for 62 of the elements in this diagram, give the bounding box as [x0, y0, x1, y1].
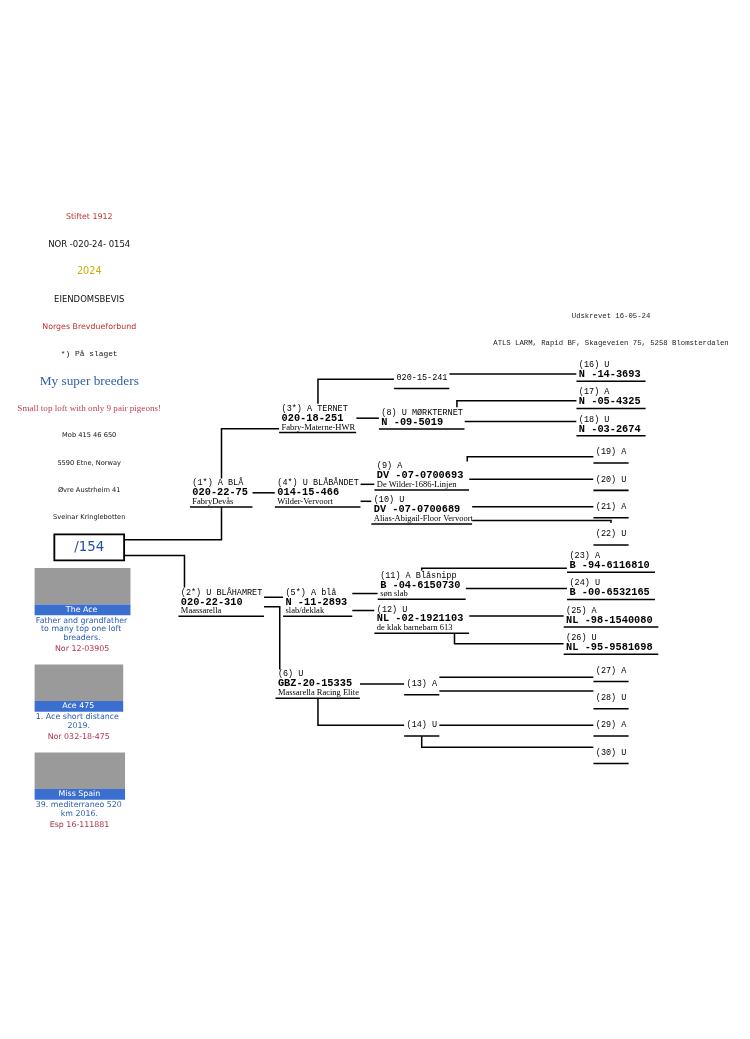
connector [465, 587, 568, 590]
node-box: /154 [53, 533, 126, 562]
connector [263, 596, 284, 598]
node-text: (30) U [595, 747, 627, 758]
label: NOR -020-24- 0154 [48, 238, 131, 249]
connector [359, 683, 405, 685]
node-text: (16) U N -14-3693 [578, 360, 641, 380]
node-text: (25) A NL -98-1540080 [566, 605, 653, 626]
label: EIENDOMSBEVIS [54, 293, 125, 304]
connector [123, 554, 186, 589]
connector [468, 478, 594, 481]
node-text: (5*) A blå N -11-2893 slab/deklak [285, 587, 348, 616]
node-text: (24) U B -00-6532165 [569, 578, 650, 599]
connector [468, 615, 565, 617]
node-text: (1*) A BLÅ 020-22-75 FabryDevås [192, 478, 248, 507]
label: Small top loft with only 9 pair pigeons! [17, 402, 162, 413]
node-text: (21) A [595, 502, 627, 512]
connector [420, 735, 595, 749]
connector [251, 492, 276, 494]
connector [317, 697, 405, 726]
node-text: (17) A N -05-4325 [578, 387, 641, 408]
connector [263, 606, 281, 671]
node-text: (18) U N -03-2674 [578, 414, 641, 435]
connector [456, 399, 578, 408]
connector [471, 506, 595, 508]
label: 2024 [76, 265, 102, 277]
node-text: (28) U [595, 693, 627, 704]
node-text: (20) U [595, 474, 627, 485]
connector [471, 519, 612, 524]
node-text: (14) U [406, 720, 438, 731]
connector [420, 567, 568, 572]
connector [463, 420, 578, 423]
connector [220, 427, 280, 480]
node-text: (3*) A TERNET 020-18-251 Fabry-Materne-HWR [281, 403, 356, 432]
node-text: (26) U NL -95-9581698 [566, 633, 653, 654]
node-text: (10) U DV -07-0700689 Alias-Abigail-Floor Vervoort [373, 495, 473, 524]
node-text: (19) A [595, 447, 627, 458]
connector [438, 724, 595, 726]
connector [448, 373, 578, 375]
node-text: (23) A B -94-6116810 [569, 551, 650, 572]
connector [466, 456, 595, 463]
node-text: (29) A [595, 720, 627, 731]
node-text: (8) U MØRKTERNET N -09-5019 [381, 407, 463, 428]
node-text: (6) U GBZ-20-15335 Massarella Racing Elite [277, 669, 359, 698]
node-text: (22) U [595, 529, 627, 540]
connector [317, 378, 395, 405]
node-text: 020-15-241 [396, 372, 448, 383]
connector [123, 506, 223, 541]
node-text: (2*) U BLÅHAMRET 020-22-310 Maassarella [180, 587, 263, 616]
node-text: (27) A [595, 665, 627, 676]
node-text: (13) A [406, 679, 438, 690]
node-text: (4*) U BLÅBÅNDET 014-15-466 Wilder-Vervoort [277, 478, 359, 507]
connector [438, 690, 595, 692]
label: My super breeders [39, 372, 139, 388]
connector [355, 417, 380, 419]
connector [351, 609, 375, 612]
connector [438, 676, 595, 678]
node-text: (9) A DV -07-0700693 De Wilder-1686-Linjen [376, 461, 464, 490]
node-text: (11) A Blåsnipp B -04-6150730 søn slab [380, 570, 461, 599]
connector [453, 632, 565, 645]
connector [351, 592, 379, 595]
node-text: (12) U NL -02-1921103 de klak barnebarn 613 [376, 604, 464, 633]
